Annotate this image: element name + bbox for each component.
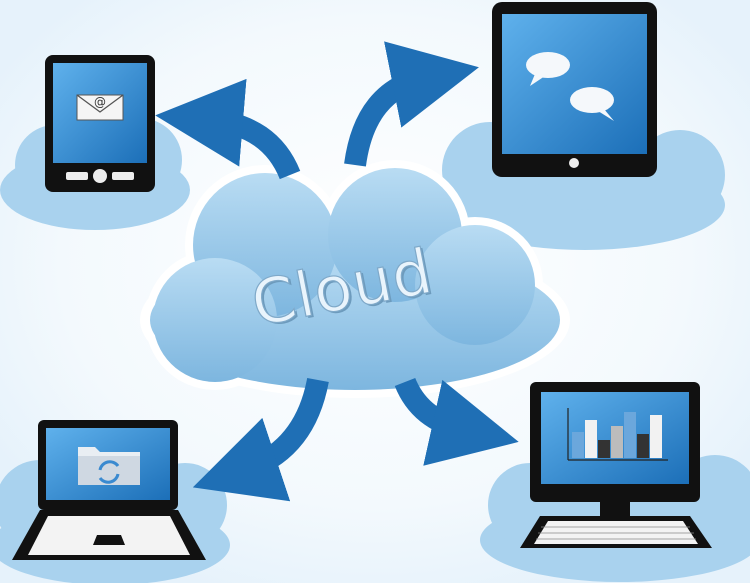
arrow-to-desktop (394, 377, 519, 466)
smartphone-device: @ (45, 55, 155, 192)
arrow-to-tablet (344, 41, 479, 167)
arrow-to-phone (155, 78, 301, 180)
chat-bubbles-icon (526, 52, 614, 121)
svg-text:@: @ (94, 95, 106, 109)
desktop-monitor-device (520, 382, 712, 548)
central-cloud (140, 160, 570, 398)
arrow-to-laptop (192, 377, 329, 502)
email-icon: @ (76, 94, 124, 121)
tablet-device (492, 2, 657, 177)
bar-chart-icon (567, 408, 668, 461)
sync-folder-icon (78, 447, 140, 485)
laptop-device (12, 420, 206, 560)
